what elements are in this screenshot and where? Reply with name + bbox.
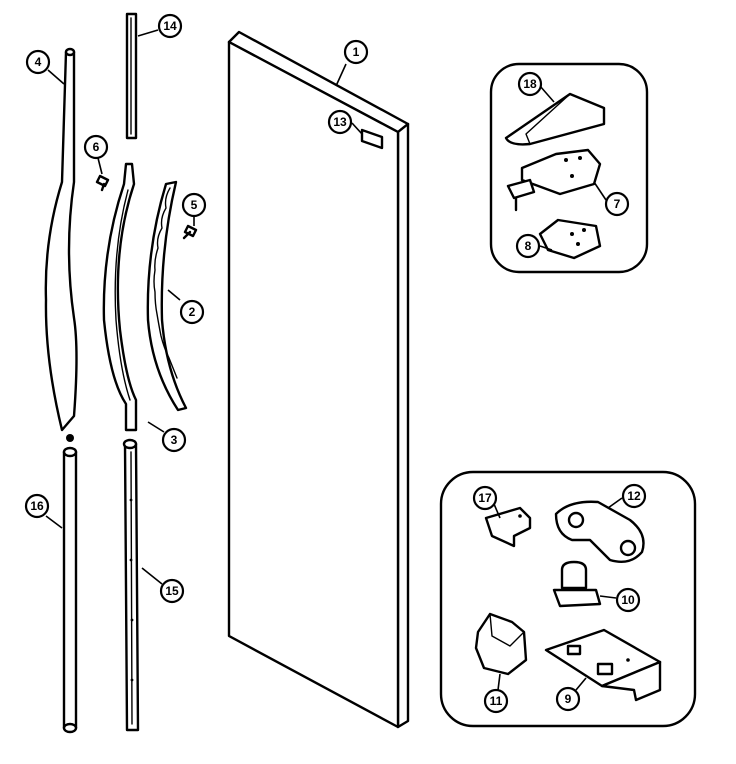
callout-6: 6 <box>83 134 109 160</box>
svg-text:4: 4 <box>35 55 42 69</box>
svg-text:18: 18 <box>523 77 537 91</box>
callout-8: 8 <box>515 233 541 259</box>
svg-text:5: 5 <box>191 198 198 212</box>
svg-text:17: 17 <box>478 491 492 505</box>
svg-text:9: 9 <box>565 692 572 706</box>
upper-hinge-group <box>489 62 649 274</box>
lower-hinge-group <box>439 470 697 728</box>
hinge-cap <box>504 92 606 146</box>
svg-text:11: 11 <box>490 694 503 708</box>
label-plate <box>360 128 384 150</box>
callout-5: 5 <box>181 192 207 218</box>
svg-text:3: 3 <box>171 433 178 447</box>
callout-18: 18 <box>517 71 543 97</box>
svg-text:15: 15 <box>165 584 179 598</box>
door-panel <box>227 30 410 729</box>
lower-trim-strip <box>122 438 140 732</box>
svg-text:14: 14 <box>163 19 177 33</box>
top-trim-strip <box>125 12 138 140</box>
handle-lower-bar <box>62 446 78 734</box>
callout-9: 9 <box>555 686 581 712</box>
leader-lines <box>45 29 623 691</box>
callout-7: 7 <box>604 191 630 217</box>
svg-text:8: 8 <box>525 239 532 253</box>
callout-11: 11 <box>483 688 509 714</box>
svg-text:12: 12 <box>627 489 641 503</box>
svg-text:6: 6 <box>93 140 100 154</box>
handle-connector <box>66 434 74 442</box>
cam-bracket <box>484 506 532 548</box>
svg-text:10: 10 <box>621 593 635 607</box>
svg-text:2: 2 <box>189 305 196 319</box>
callout-14: 14 <box>157 13 183 39</box>
callout-1: 1 <box>343 39 369 65</box>
callout-4: 4 <box>25 49 51 75</box>
hinge-pin <box>560 560 588 590</box>
callout-3: 3 <box>161 427 187 453</box>
svg-text:13: 13 <box>333 115 347 129</box>
callout-15: 15 <box>159 578 185 604</box>
callout-13: 13 <box>327 109 353 135</box>
callout-17: 17 <box>472 485 498 511</box>
callout-2: 2 <box>179 299 205 325</box>
handle-upper-bar <box>44 47 78 432</box>
svg-text:16: 16 <box>30 499 44 513</box>
handle-insert <box>146 180 188 412</box>
handle-trim <box>102 162 138 432</box>
callout-16: 16 <box>24 493 50 519</box>
callout-10: 10 <box>615 587 641 613</box>
svg-text:7: 7 <box>614 197 621 211</box>
svg-text:1: 1 <box>353 45 360 59</box>
hinge-cover <box>474 612 528 676</box>
screw-part-5 <box>182 224 198 240</box>
screw-part-6 <box>95 174 110 192</box>
callout-12: 12 <box>621 483 647 509</box>
